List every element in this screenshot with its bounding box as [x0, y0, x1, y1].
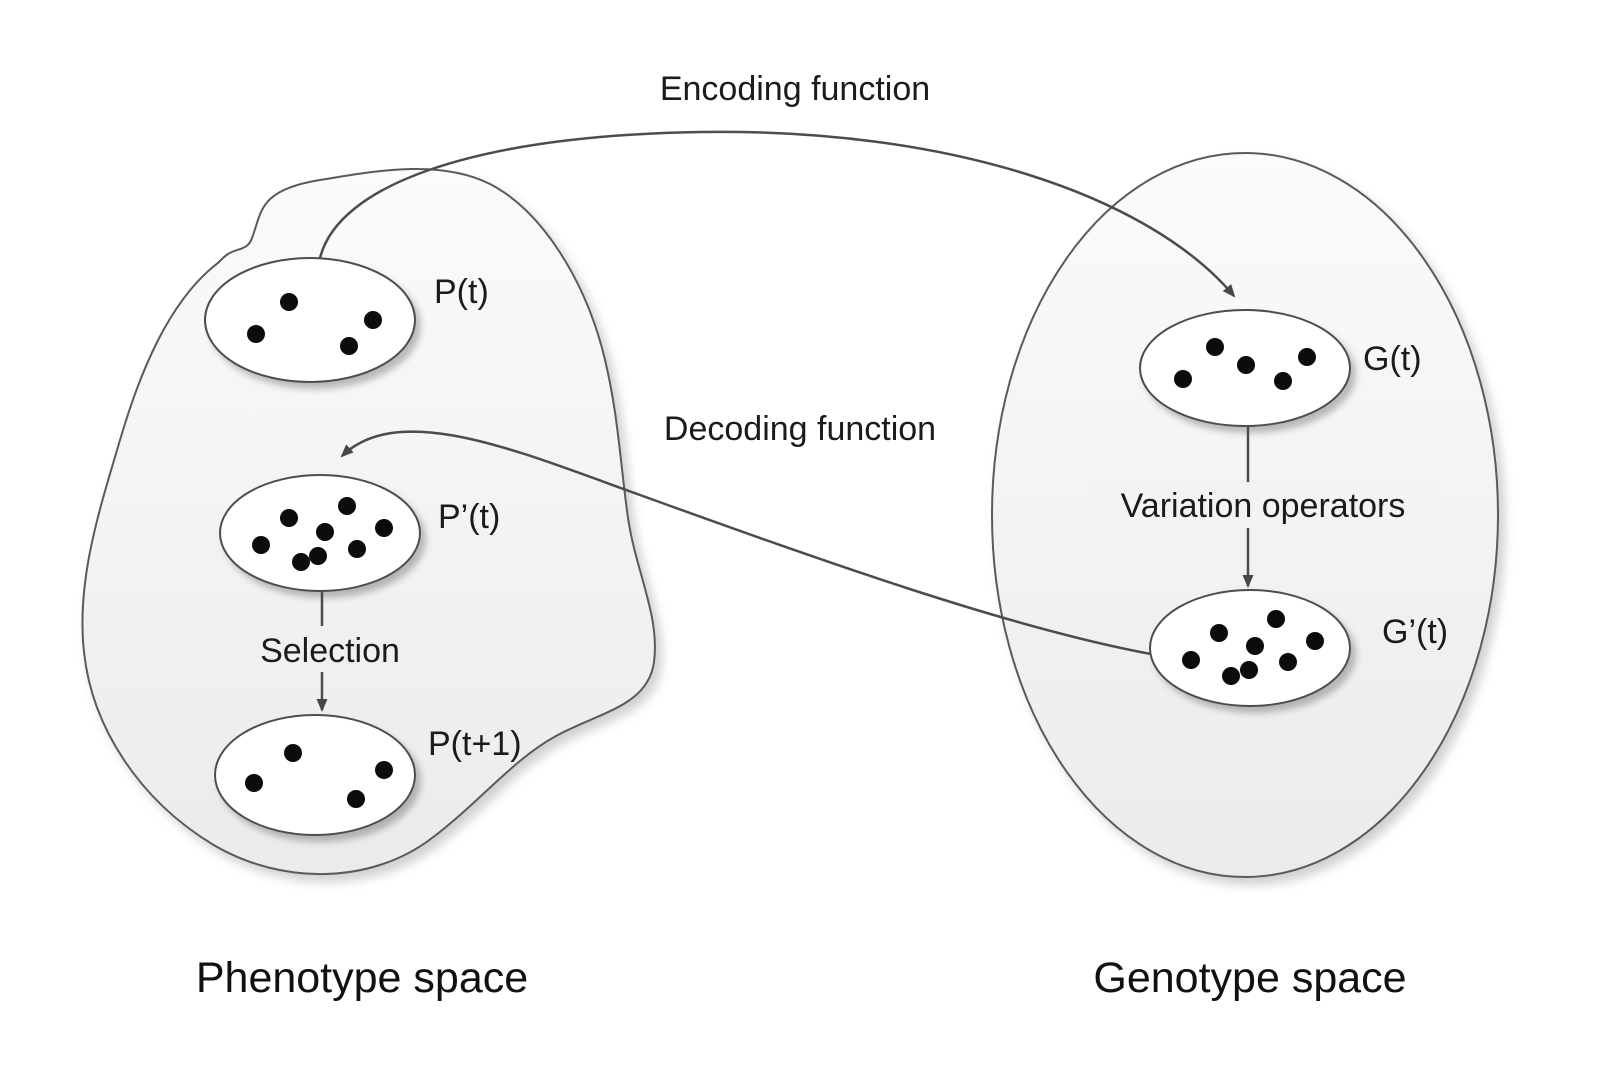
individual-dot [316, 523, 334, 541]
selection-label-backplate [246, 626, 414, 672]
individual-dot [347, 790, 365, 808]
variation-label-backplate [1090, 482, 1438, 528]
population-dots-gprime [1182, 610, 1324, 685]
individual-dot [280, 509, 298, 527]
population-dots-gt [1174, 338, 1316, 390]
genotype-space-label: Genotype space [1093, 954, 1406, 1002]
individual-dot [1298, 348, 1316, 366]
decoding-arrow [340, 430, 1152, 656]
individual-dot [338, 497, 356, 515]
individual-dot [348, 540, 366, 558]
population-ellipse-pt [204, 257, 416, 383]
decoding-function-label: Decoding function [664, 410, 936, 448]
population-dots-pt [247, 293, 382, 355]
individual-dot [1206, 338, 1224, 356]
pt-label: P(t) [434, 273, 489, 311]
individual-dot [1237, 356, 1255, 374]
individual-dot [245, 774, 263, 792]
population-ellipse-pt1 [214, 714, 416, 836]
individual-dot [1267, 610, 1285, 628]
encoding-arrow [318, 130, 1236, 298]
variation-operators-label: Variation operators [1121, 487, 1406, 525]
individual-dot [252, 536, 270, 554]
individual-dot [1210, 624, 1228, 642]
individual-dot [309, 547, 327, 565]
phenotype-space-label: Phenotype space [196, 954, 528, 1002]
individual-dot [375, 761, 393, 779]
individual-dot [1240, 661, 1258, 679]
population-dots-pprime [252, 497, 393, 571]
individual-dot [1306, 632, 1324, 650]
individual-dot [340, 337, 358, 355]
individual-dot [1274, 372, 1292, 390]
pprime-label: P’(t) [438, 498, 500, 536]
gt-label: G(t) [1363, 340, 1422, 378]
population-dots-pt1 [245, 744, 393, 808]
pt1-label: P(t+1) [428, 725, 522, 763]
selection-label: Selection [260, 632, 400, 670]
individual-dot [292, 553, 310, 571]
encoding-function-label: Encoding function [660, 70, 930, 108]
individual-dot [1182, 651, 1200, 669]
individual-dot [247, 325, 265, 343]
individual-dot [1222, 667, 1240, 685]
individual-dot [284, 744, 302, 762]
individual-dot [1174, 370, 1192, 388]
individual-dot [364, 311, 382, 329]
individual-dot [375, 519, 393, 537]
individual-dot [1279, 653, 1297, 671]
individual-dot [1246, 637, 1264, 655]
gprime-label: G’(t) [1382, 613, 1448, 651]
individual-dot [280, 293, 298, 311]
